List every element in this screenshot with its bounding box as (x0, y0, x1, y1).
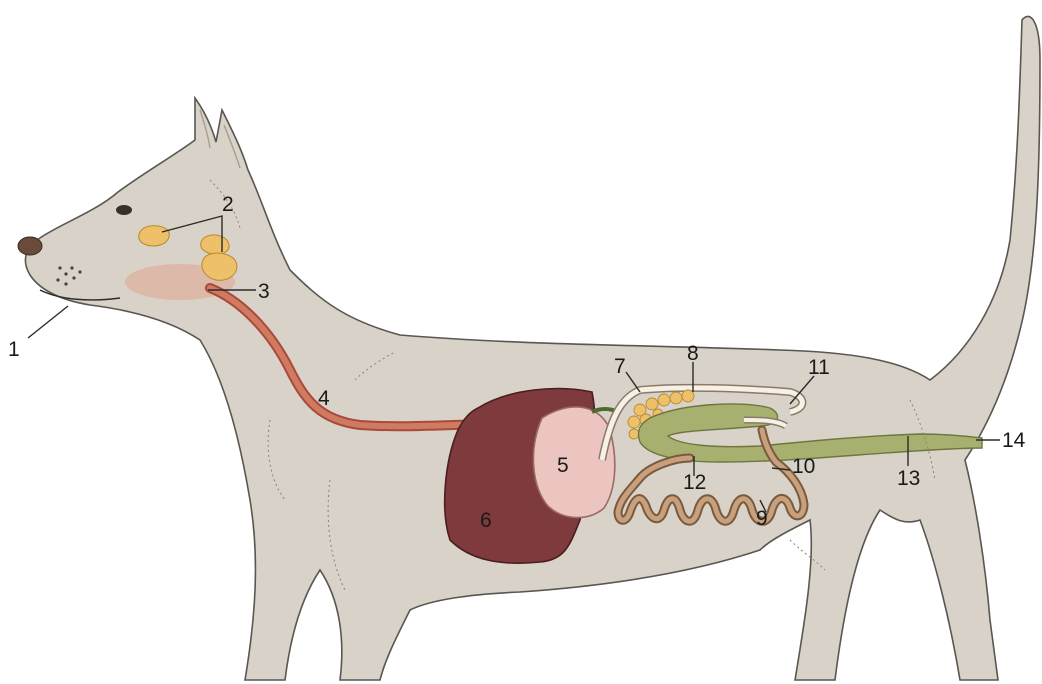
label-7: 7 (614, 355, 626, 378)
label-5: 5 (557, 454, 569, 477)
eye-shape (116, 205, 132, 215)
label-13: 13 (897, 467, 920, 490)
leader-1 (28, 306, 68, 338)
label-14: 14 (1002, 429, 1026, 452)
label-11: 11 (808, 356, 830, 379)
stomach (533, 407, 614, 518)
label-4: 4 (318, 387, 330, 410)
label-12: 12 (683, 471, 706, 494)
label-2: 2 (222, 193, 234, 216)
label-1: 1 (8, 338, 20, 361)
label-8: 8 (687, 342, 699, 365)
nose-shape (18, 237, 42, 255)
dog-body (25, 16, 1040, 680)
label-9: 9 (756, 507, 768, 530)
label-3: 3 (258, 280, 270, 303)
label-6: 6 (480, 509, 492, 532)
label-10: 10 (792, 455, 815, 478)
